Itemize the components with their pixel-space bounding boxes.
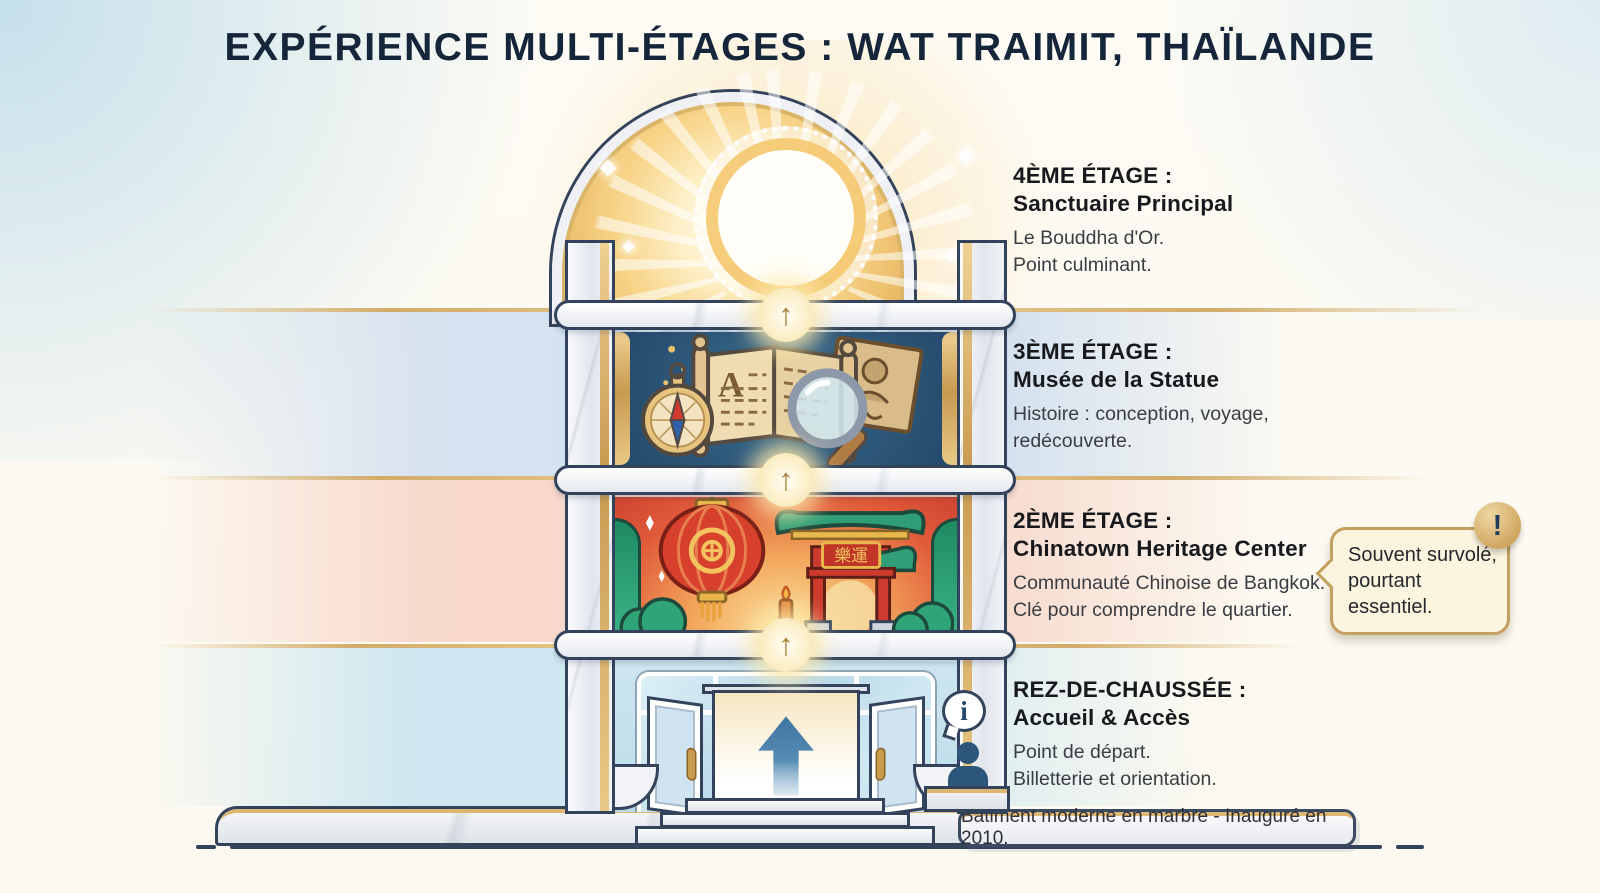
arrow-glyph: ↑ [778, 297, 794, 332]
info-bubble-icon: i [942, 690, 986, 732]
up-arrow-icon: ↑ [759, 288, 813, 342]
arrow-glyph: ↑ [778, 462, 794, 497]
chinatown-scene-icon: 樂運 [618, 497, 955, 630]
floor3-description: Histoire : conception, voyage, redécouve… [1013, 401, 1348, 455]
halo-icon [718, 150, 854, 286]
exclamation-badge-icon: ! [1474, 502, 1521, 549]
ground-line-dash-right [1396, 845, 1424, 849]
ground-line-dash-left [196, 845, 216, 849]
entrance-doorway [712, 690, 860, 812]
floor3-desc-line2: redécouverte. [1013, 430, 1133, 452]
gold-trim [942, 332, 957, 465]
floor2-heading-line2: Chinatown Heritage Center [1013, 536, 1307, 561]
floor3-museum-room: A [615, 332, 957, 465]
floor2-label-block: 2ÈME ÉTAGE : Chinatown Heritage Center C… [1013, 507, 1348, 624]
svg-text:樂運: 樂運 [834, 545, 868, 565]
ground-heading-line1: REZ-DE-CHAUSSÉE : [1013, 677, 1247, 702]
entry-arrow-icon [758, 715, 814, 796]
gold-trim [615, 332, 630, 465]
bush-icon [619, 596, 955, 630]
reception-desk [924, 786, 1010, 812]
floor2-desc-line2: Clé pour comprendre le quartier. [1013, 599, 1293, 621]
compass-icon [641, 361, 715, 457]
entrance-door-left [647, 696, 703, 812]
floor3-heading-line1: 3ÈME ÉTAGE : [1013, 339, 1173, 364]
arrow-glyph: ↑ [778, 627, 794, 662]
entrance-door-right [869, 696, 925, 812]
red-lantern-icon [658, 497, 766, 622]
gold-trim [963, 243, 972, 811]
ground-heading-line2: Accueil & Accès [1013, 705, 1191, 730]
door-handle [877, 748, 884, 780]
marble-pillar-right [957, 240, 1007, 814]
floor4-desc-line2: Point culminant. [1013, 254, 1152, 276]
info-symbol: i [960, 695, 968, 726]
floor2-chinatown-room: 樂運 [615, 497, 957, 630]
corner-tint-right [1080, 0, 1600, 320]
floor2-heading-line1: 2ÈME ÉTAGE : [1013, 508, 1173, 533]
floor4-description: Le Bouddha d'Or. Point culminant. [1013, 225, 1348, 279]
ground-line [230, 845, 1382, 849]
floor2-description: Communauté Chinoise de Bangkok. Clé pour… [1013, 570, 1348, 624]
callout-line2: pourtant essentiel. [1348, 570, 1433, 618]
plaque-text: Bâtiment moderne en marbre - Inauguré en… [961, 806, 1327, 849]
floor4-heading-line1: 4ÈME ÉTAGE : [1013, 163, 1173, 188]
callout-line1: Souvent survolé, [1348, 544, 1497, 566]
receptionist-head [957, 742, 979, 764]
receptionist-body [948, 766, 988, 788]
museum-artifacts-icon: A [638, 332, 934, 465]
marble-pillar-left [565, 240, 615, 814]
up-arrow-icon: ↑ [759, 618, 813, 672]
ground-label-block: REZ-DE-CHAUSSÉE : Accueil & Accès Point … [1013, 676, 1348, 793]
ground-floor-lobby [615, 662, 957, 812]
building-plaque: Bâtiment moderne en marbre - Inauguré en… [958, 806, 1356, 849]
gold-trim [600, 243, 609, 811]
floor3-heading-line2: Musée de la Statue [1013, 367, 1220, 392]
door-handle [688, 748, 695, 780]
floor4-heading-line2: Sanctuaire Principal [1013, 191, 1234, 216]
floor3-label-block: 3ÈME ÉTAGE : Musée de la Statue Histoire… [1013, 338, 1348, 455]
floor4-label-block: 4ÈME ÉTAGE : Sanctuaire Principal Le Bou… [1013, 162, 1348, 279]
ground-desc-line1: Point de départ. [1013, 741, 1151, 763]
chinese-gate-icon: 樂運 [774, 508, 926, 630]
callout-bubble: ! Souvent survolé, pourtant essentiel. [1315, 502, 1521, 635]
receptionist-icon [948, 742, 988, 788]
building-cross-section: A [552, 52, 1020, 848]
floor4-desc-line1: Le Bouddha d'Or. [1013, 227, 1165, 249]
magnifier-icon [787, 367, 868, 465]
floor2-desc-line1: Communauté Chinoise de Bangkok. [1013, 572, 1326, 594]
svg-text:A: A [718, 364, 744, 404]
exclamation-glyph: ! [1492, 509, 1503, 542]
ground-description: Point de départ. Billetterie et orientat… [1013, 739, 1348, 793]
ground-desc-line2: Billetterie et orientation. [1013, 768, 1217, 790]
floor3-desc-line1: Histoire : conception, voyage, [1013, 403, 1269, 425]
up-arrow-icon: ↑ [759, 453, 813, 507]
entrance-step [635, 826, 935, 846]
